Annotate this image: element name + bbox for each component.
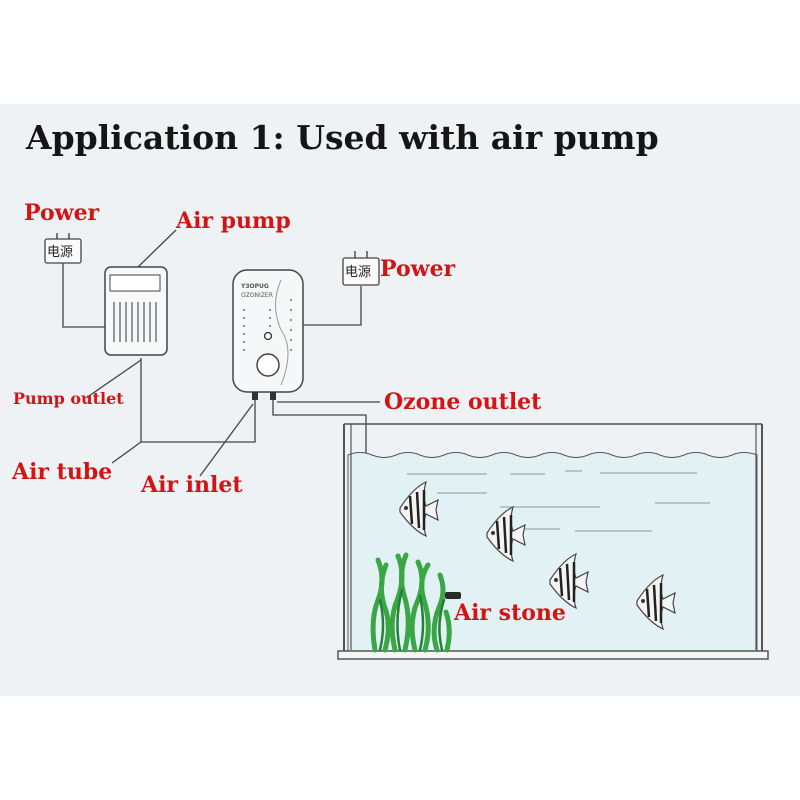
pump-outlet-label: Pump outlet [13,389,124,408]
power-label-left: Power [24,200,100,226]
air-tube-label: Air tube [12,459,113,485]
ozonizer-indicator [263,331,273,341]
ozonizer-device: Y3OPUG OZONIZER [232,269,304,400]
air-pump-pointer [137,229,177,268]
aquatic-plants-dark [378,588,446,652]
angelfish-1 [399,480,439,538]
angelfish-2 [486,505,526,563]
power-cord-right [303,286,362,326]
angelfish-4 [636,573,676,631]
air-stone-label: Air stone [454,600,566,626]
page-title: Application 1: Used with air pump [26,118,659,157]
ozonizer-knob [256,353,280,377]
air-inlet-label: Air inlet [141,472,243,498]
air-tube-pointer [111,441,142,464]
air-inlet-pointer [199,403,254,477]
ozone-outlet-label: Ozone outlet [384,389,542,415]
power-plug-left: 电源 [44,233,82,264]
pump-outlet-pointer [85,359,142,399]
angelfish-group [399,480,676,631]
ozonizer-brand: Y3OPUG [240,283,269,290]
angelfish-3 [549,552,589,610]
air-pump-label: Air pump [176,208,291,234]
plug-label-left: 电源 [47,245,73,260]
power-label-right: Power [380,256,456,282]
power-cord-left [62,262,105,328]
power-plug-right: 电源 [342,251,380,286]
ozonizer-model: OZONIZER [241,292,273,299]
pump-outlet-tube [140,358,256,443]
air-stone [445,592,461,599]
aquatic-plants [370,552,452,653]
plug-label-right: 电源 [345,265,371,280]
air-pump-device [104,266,168,356]
